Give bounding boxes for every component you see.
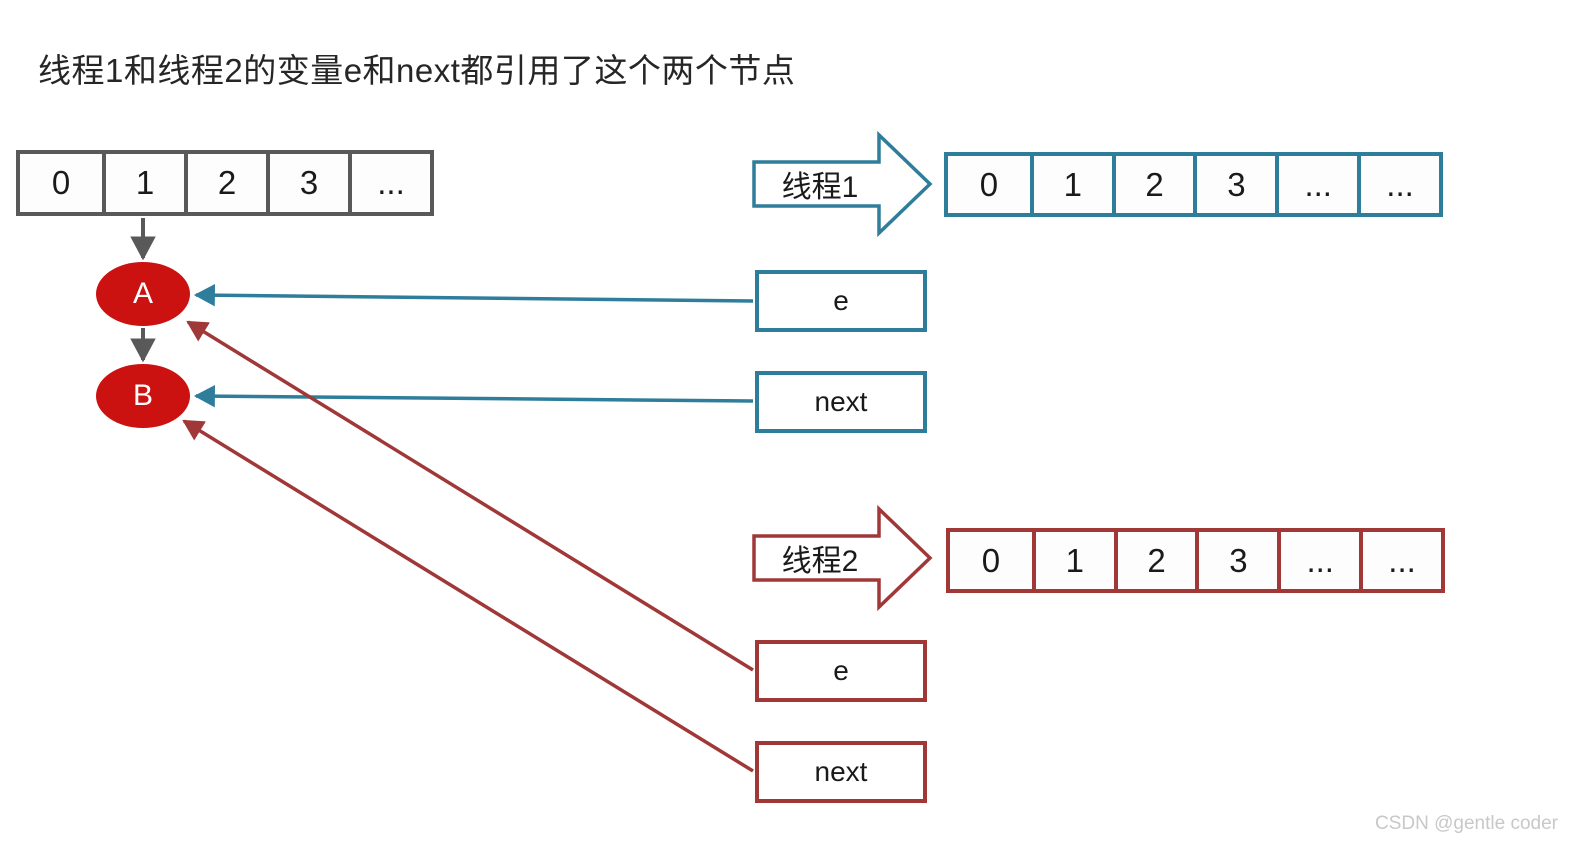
thread1-table-cell: 2 [1111, 156, 1194, 213]
hash-table-cell: 3 [266, 154, 348, 212]
thread2-table-cell: ... [1359, 532, 1441, 589]
thread2-var-next: next [755, 741, 927, 803]
thread2-var-e: e [755, 640, 927, 702]
arrow-thread1-e-to-node-a [193, 284, 754, 307]
thread2-block-arrow-icon: 线程2 [751, 504, 933, 612]
thread1-table-cell: ... [1357, 156, 1439, 213]
thread2-table-cell: 0 [950, 532, 1032, 589]
thread1-table-cell: 0 [948, 156, 1030, 213]
hash-table: 0 1 2 3 ... [16, 150, 434, 216]
thread2-label: 线程2 [781, 545, 859, 578]
arrow-thread1-next-to-node-b [193, 384, 754, 408]
thread1-table-cell: ... [1275, 156, 1358, 213]
thread2-table: 0 1 2 3 ... ... [946, 528, 1445, 593]
thread1-table-cell: 3 [1193, 156, 1276, 213]
hash-table-cell: 0 [20, 154, 102, 212]
node-a: A [96, 262, 190, 326]
watermark: CSDN @gentle coder [1375, 813, 1558, 834]
thread1-var-next: next [755, 371, 927, 433]
thread1-label: 线程1 [781, 171, 859, 204]
thread2-table-cell: 2 [1113, 532, 1196, 589]
hash-table-cell: 2 [184, 154, 266, 212]
page-title: 线程1和线程2的变量e和next都引用了这个两个节点 [38, 52, 796, 89]
arrow-thread2-next-to-node-b [182, 419, 754, 773]
arrow-thread2-e-to-node-a [186, 320, 754, 672]
node-b: B [96, 364, 190, 428]
thread2-table-cell: ... [1277, 532, 1360, 589]
thread1-var-e: e [755, 270, 927, 332]
thread2-table-cell: 1 [1031, 532, 1114, 589]
thread1-table: 0 1 2 3 ... ... [944, 152, 1443, 217]
thread2-table-cell: 3 [1195, 532, 1278, 589]
thread1-table-cell: 1 [1029, 156, 1112, 213]
thread1-block-arrow-icon: 线程1 [751, 130, 933, 238]
hash-table-cell: ... [348, 154, 430, 212]
hash-table-cell: 1 [102, 154, 184, 212]
